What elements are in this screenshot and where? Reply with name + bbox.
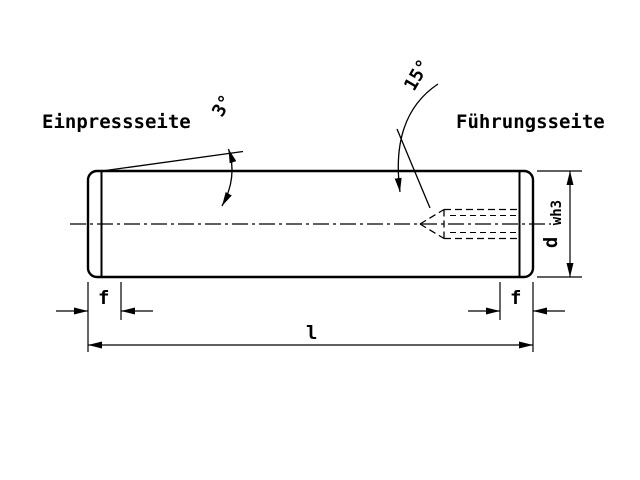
einpressseite-label: Einpressseite	[42, 111, 191, 133]
countersink-angle-line	[396, 128, 431, 209]
dim-diameter-label: d wh3	[540, 200, 565, 248]
hidden-bore-cone-top	[419, 208, 445, 225]
dim-f-right-label: f	[510, 287, 521, 309]
dim-diameter-label-sub: wh3	[549, 200, 565, 225]
fuehrungsseite-label: Führungsseite	[456, 111, 605, 133]
countersink-angle-arc	[394, 83, 439, 193]
dim-length-label: l	[306, 322, 317, 344]
pin-body-outline	[86, 169, 535, 279]
chamfer-angle-line	[101, 150, 244, 172]
chamfer-angle-label: 3°	[208, 91, 237, 120]
dim-diameter-label-main: d	[540, 237, 562, 248]
dim-f-left-label: f	[98, 287, 109, 309]
hidden-bore-cone-bottom	[419, 223, 445, 240]
countersink-angle-label: 15°	[400, 56, 434, 95]
chamfer-angle-arc	[221, 148, 237, 207]
